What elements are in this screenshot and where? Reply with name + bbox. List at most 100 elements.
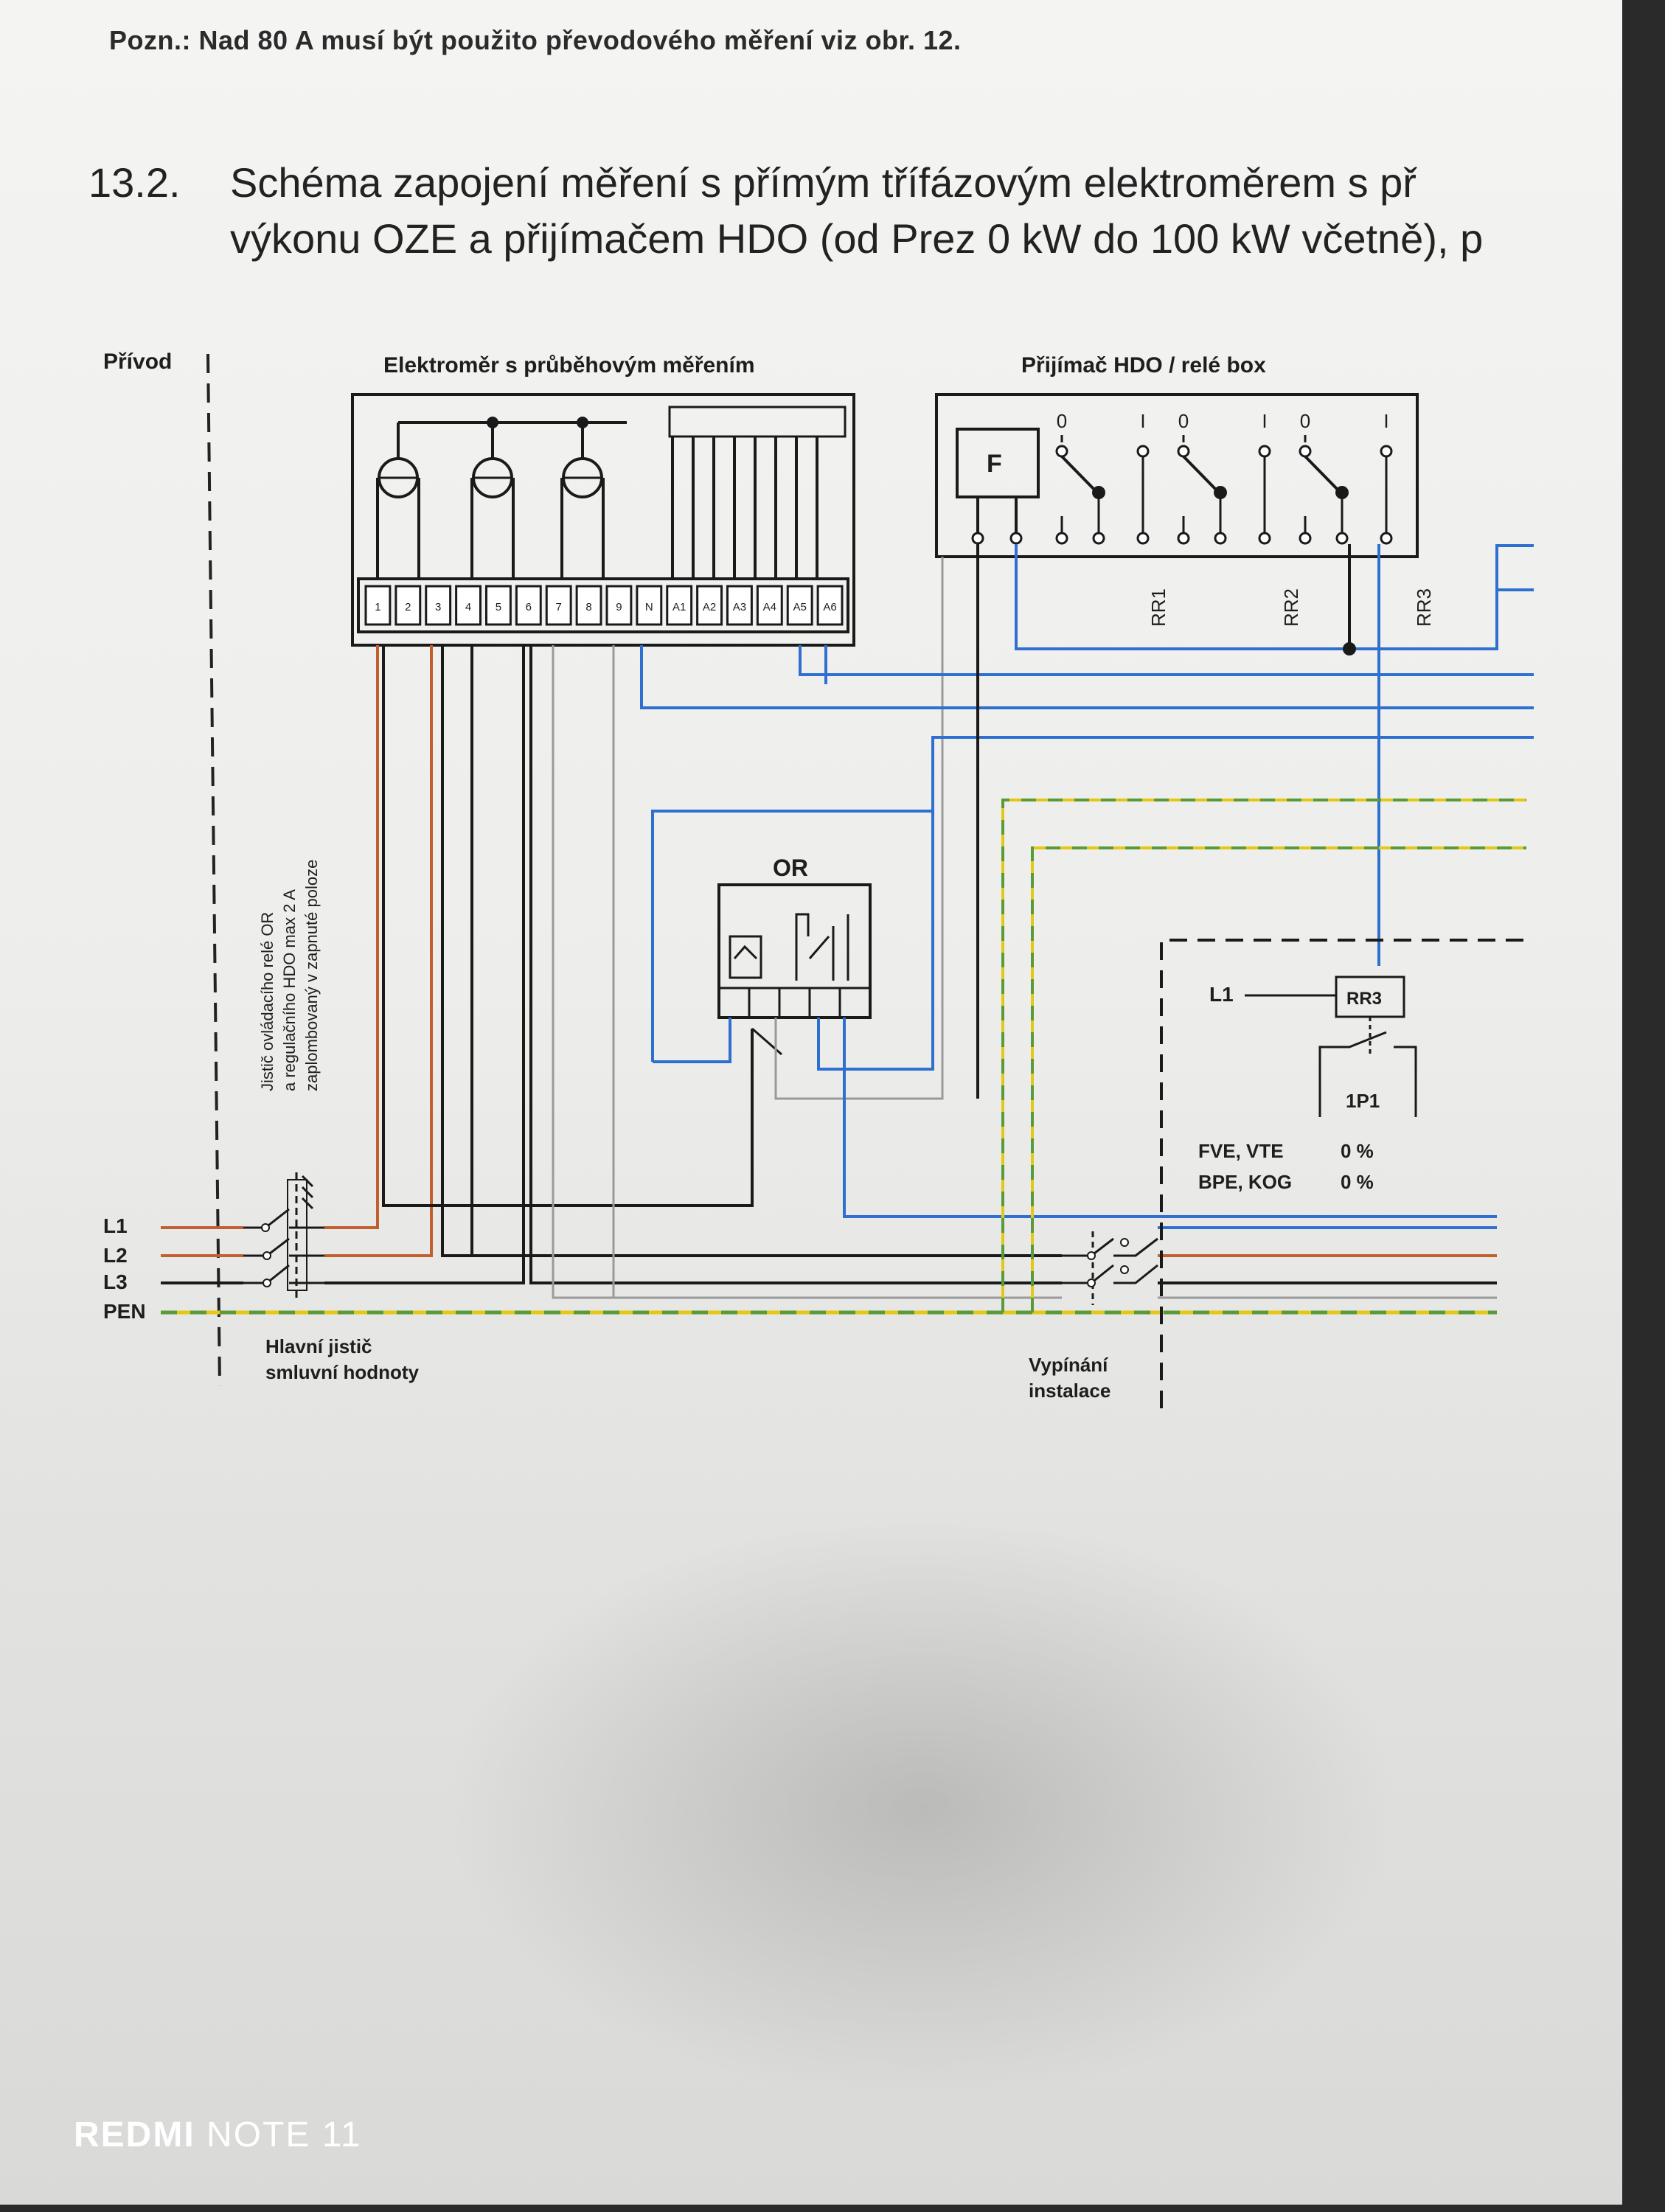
wire-l3-in <box>324 645 525 1284</box>
breaker-note-line-2: a regulačního HDO max 2 A <box>280 889 299 1091</box>
wire-l2-in <box>324 645 433 1257</box>
wire-grey-or <box>774 557 944 1100</box>
hdo-box <box>935 393 1419 558</box>
breaker-note-line-1: Jistič ovládacího relé OR <box>258 912 277 1091</box>
terminal-A4 <box>756 585 783 626</box>
terminal-label: 3 <box>435 601 441 613</box>
line-label-l3: L3 <box>103 1270 128 1293</box>
terminal-label: 1 <box>375 601 380 613</box>
terminal-label: A1 <box>672 601 686 613</box>
terminal-strip-frame <box>357 577 849 633</box>
terminal-label: 6 <box>526 601 532 613</box>
switch-contact <box>1299 445 1312 458</box>
wire-blue-n <box>640 645 1534 709</box>
disconnect-label-1: Vypínání <box>1029 1354 1108 1376</box>
terminal-5 <box>485 585 512 626</box>
note-text: Pozn.: Nad 80 A musí být použito převodo… <box>109 25 962 55</box>
terminal-label: N <box>645 601 653 613</box>
section-heading: Schéma zapojení měření s přímým třífázov… <box>230 155 1557 267</box>
line-label-l1: L1 <box>103 1214 128 1237</box>
heading-line-2: výkonu OZE a přijímačem HDO (od Prez 0 k… <box>230 215 1484 262</box>
section-number: 13.2. <box>88 159 181 206</box>
wire-blue-hdo <box>1015 544 1534 650</box>
switch-lever-icon <box>1060 455 1096 492</box>
terminal-label: A3 <box>733 601 746 613</box>
terminal-3 <box>425 585 452 626</box>
main-breaker-icon <box>243 1172 324 1298</box>
line-label-l2: L2 <box>103 1244 128 1267</box>
relay-label-rr1: RR1 <box>1147 588 1169 627</box>
wire-l1-in <box>324 645 379 1229</box>
meter-label: Elektroměr s průběhovým měřením <box>383 353 755 378</box>
switch-contact <box>1055 445 1068 458</box>
watermark-brand: REDMI <box>74 2115 195 2154</box>
main-breaker-label-1: Hlavní jistič <box>265 1335 372 1357</box>
terminal-8 <box>575 585 602 626</box>
terminal-A3 <box>726 585 753 626</box>
breaker-note: Jistič ovládacího relé OR a regulačního … <box>258 860 321 1091</box>
switch-pos-off: 0 <box>1300 410 1310 432</box>
camera-watermark: REDMI NOTE 11 <box>74 2115 362 2155</box>
switch-pos-off: 0 <box>1057 410 1067 432</box>
switch-contact <box>1258 445 1271 458</box>
terminal-A6 <box>816 585 844 626</box>
relay-label-group: RR1 RR2 RR3 <box>1147 588 1435 627</box>
pct-row-1-name: FVE, VTE <box>1198 1140 1284 1162</box>
rr3-box-label: RR3 <box>1346 989 1382 1009</box>
paper-sheet <box>0 0 1622 2205</box>
switch-pos-on: I <box>1383 410 1388 432</box>
wire-blue-n-out <box>843 1018 1497 1218</box>
hdo-switch-group: 0 I 0 I 0 I <box>1055 410 1393 545</box>
wire-grey-1 <box>552 645 1062 1299</box>
pct-row-2-name: BPE, KOG <box>1198 1171 1292 1193</box>
meter-box <box>351 393 855 647</box>
rr3-l1-label: L1 <box>1209 983 1234 1006</box>
terminal-N <box>636 585 663 626</box>
terminal-label: 5 <box>496 601 501 613</box>
terminal-7 <box>545 585 572 626</box>
pen-branch-1 <box>1001 799 1526 1312</box>
disconnect-label-2: instalace <box>1029 1380 1110 1402</box>
terminal-2 <box>394 585 422 626</box>
watermark-model: NOTE 11 <box>206 2115 362 2154</box>
switch-pos-on: I <box>1262 410 1267 432</box>
switch-contact <box>1380 445 1393 458</box>
terminal-4 <box>455 585 482 626</box>
relay-label-rr3: RR3 <box>1413 588 1435 627</box>
switch-lever-icon <box>1182 455 1218 492</box>
switch-pos-on: I <box>1140 410 1145 432</box>
rr3-contact-icon <box>1318 1031 1417 1077</box>
or-label: OR <box>773 855 808 881</box>
switch-lever-icon <box>1304 455 1340 492</box>
terminal-label: 8 <box>585 601 591 613</box>
privod-boundary <box>206 353 221 1387</box>
main-breaker-label-2: smluvní hodnoty <box>265 1361 420 1383</box>
relay-label-rr2: RR2 <box>1280 588 1302 627</box>
wire-l1-out <box>382 645 754 1207</box>
or-coil-icon <box>729 935 762 979</box>
terminal-6 <box>515 585 542 626</box>
terminal-label: 4 <box>465 601 471 613</box>
paper-shadow <box>442 1512 1401 2101</box>
terminal-1 <box>364 585 392 626</box>
terminal-label: A2 <box>703 601 716 613</box>
hdo-f-label: F <box>987 450 1002 478</box>
pct-row-1-value: 0 % <box>1341 1140 1374 1162</box>
terminal-label: 2 <box>405 601 411 613</box>
installation-disconnect-icon <box>1062 1231 1158 1305</box>
switch-pos-off: 0 <box>1178 410 1189 432</box>
terminal-A5 <box>786 585 813 626</box>
hdo-f-block <box>956 428 1040 498</box>
terminal-label: A6 <box>823 601 836 613</box>
heading-line-1: Schéma zapojení měření s přímým třífázov… <box>230 159 1417 206</box>
wire-blue-or-coil <box>651 810 933 1062</box>
terminal-A1 <box>666 585 693 626</box>
or-contact-icon <box>795 913 849 981</box>
switch-contact <box>1136 445 1150 458</box>
switch-contact <box>1177 445 1190 458</box>
fp1-label: 1P1 <box>1346 1090 1380 1112</box>
terminal-label: 7 <box>556 601 562 613</box>
wire-blue-a5 <box>799 645 1534 676</box>
